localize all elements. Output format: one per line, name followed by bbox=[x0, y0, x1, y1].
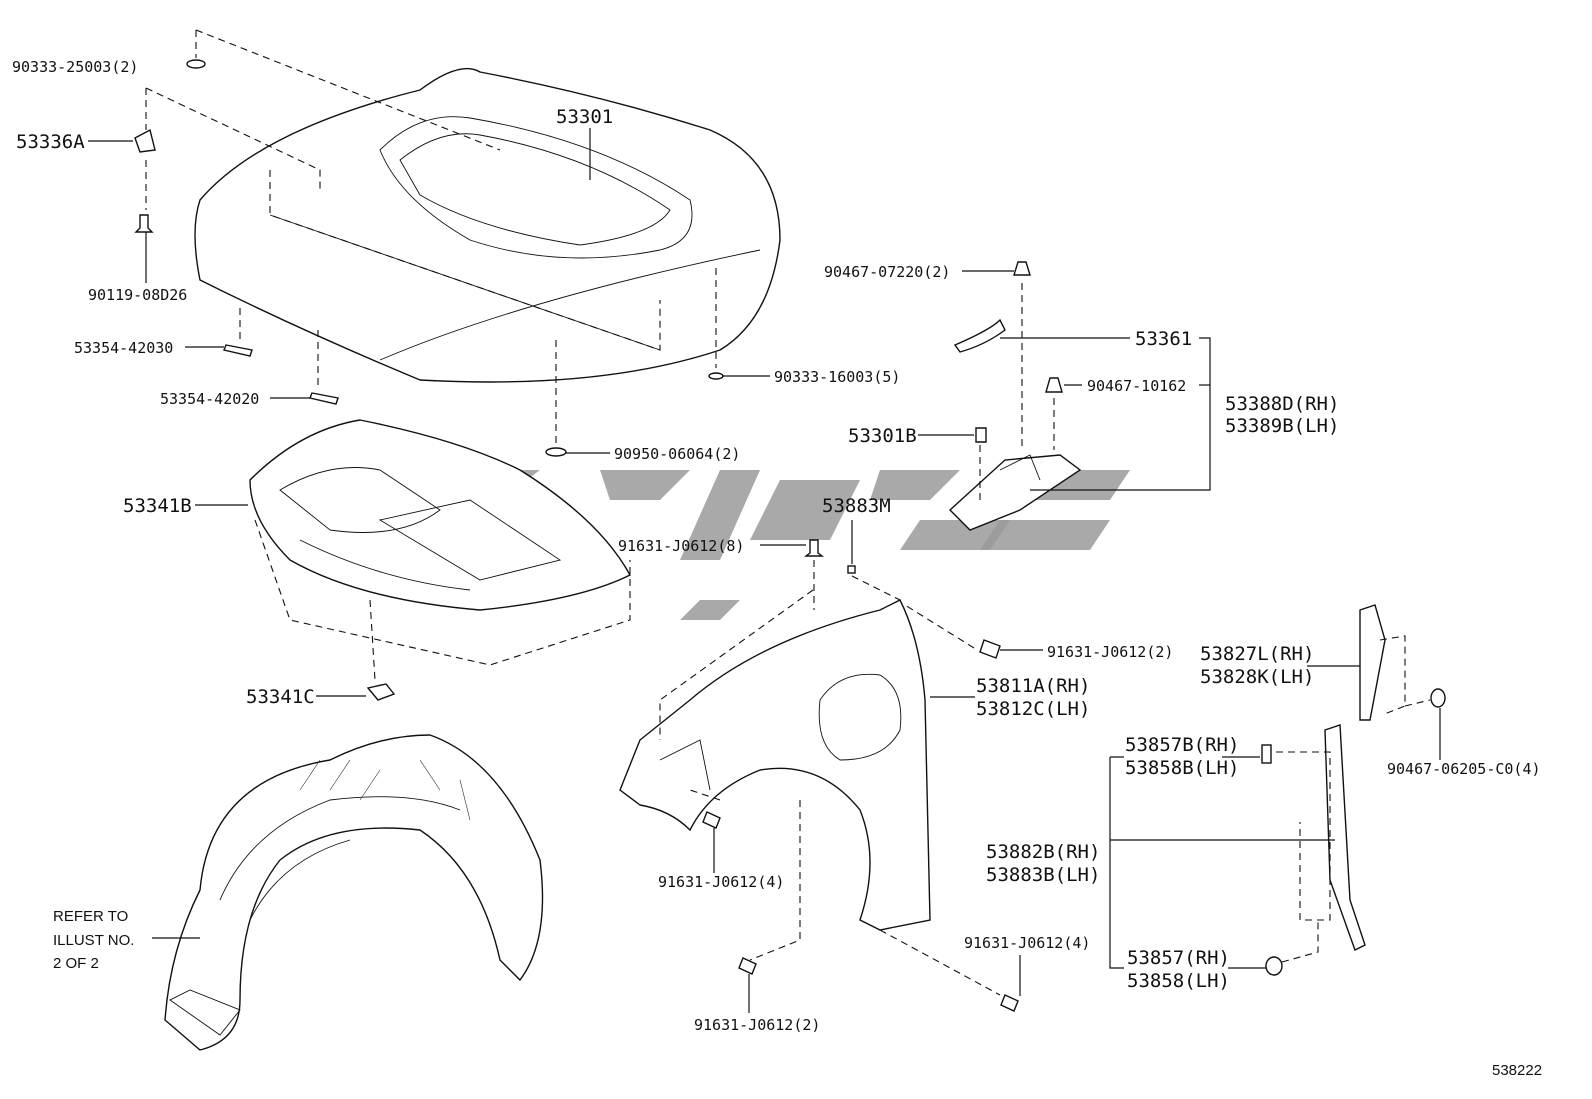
illustration-number: 538222 bbox=[1492, 1062, 1542, 1079]
label-53882B: 53882B(RH) bbox=[986, 841, 1100, 863]
bolt-91631-4a bbox=[702, 811, 721, 829]
fender-seal-53882B bbox=[1324, 724, 1366, 951]
note-line-1: REFER TO bbox=[53, 908, 128, 925]
label-53858B: 53858B(LH) bbox=[1125, 757, 1239, 779]
label-53336A: 53336A bbox=[16, 131, 85, 153]
label-53354-42030: 53354-42030 bbox=[74, 339, 173, 357]
label-91631-J0612-4b: 91631-J0612(4) bbox=[964, 934, 1090, 952]
label-53857: 53857(RH) bbox=[1127, 947, 1230, 969]
bolt-91631-2b bbox=[738, 957, 757, 975]
leader-lines bbox=[88, 128, 1441, 1013]
label-90333-25003: 90333-25003(2) bbox=[12, 58, 138, 76]
label-90950-06064: 90950-06064(2) bbox=[614, 445, 740, 463]
bolt-91631-8 bbox=[803, 539, 825, 557]
grommet-90333-25003 bbox=[186, 59, 206, 69]
label-53361: 53361 bbox=[1135, 328, 1192, 350]
label-53883B: 53883B(LH) bbox=[986, 864, 1100, 886]
fender-liner bbox=[164, 734, 544, 1051]
label-91631-J0612-8: 91631-J0612(8) bbox=[618, 537, 744, 555]
fender-seal-53827L bbox=[1359, 604, 1386, 721]
hinge-seal-53361 bbox=[953, 318, 1006, 353]
fasteners bbox=[134, 59, 1446, 1012]
label-53388D: 53388D(RH) bbox=[1225, 393, 1339, 415]
note-line-2: ILLUST NO. bbox=[53, 932, 134, 949]
label-53389B: 53389B(LH) bbox=[1225, 415, 1339, 437]
clip-90467-07220 bbox=[1013, 261, 1031, 276]
clip-90467-10162 bbox=[1045, 377, 1063, 393]
label-53883M: 53883M bbox=[822, 495, 891, 517]
stopper-53301B bbox=[975, 427, 987, 443]
bolt-91631-4b bbox=[1000, 994, 1019, 1012]
label-90467-06205-C0: 90467-06205-C0(4) bbox=[1387, 760, 1541, 778]
hood-hinge bbox=[948, 454, 1082, 531]
refer-note: REFER TO ILLUST NO. 2 OF 2 bbox=[53, 908, 134, 972]
label-53812C: 53812C(LH) bbox=[976, 698, 1090, 720]
label-90119-08D26: 90119-08D26 bbox=[88, 286, 187, 304]
label-91631-J0612-2b: 91631-J0612(2) bbox=[694, 1016, 820, 1034]
label-53301B: 53301B bbox=[848, 425, 917, 447]
label-90333-16003: 90333-16003(5) bbox=[774, 368, 900, 386]
note-line-3: 2 OF 2 bbox=[53, 955, 99, 972]
bolt-90119-08D26 bbox=[134, 214, 154, 233]
label-90467-10162: 90467-10162 bbox=[1087, 377, 1186, 395]
label-90467-07220: 90467-07220(2) bbox=[824, 263, 950, 281]
retainer-53883M bbox=[847, 565, 856, 574]
pad-53857B bbox=[1261, 744, 1272, 764]
label-53828K: 53828K(LH) bbox=[1200, 666, 1314, 688]
label-53858: 53858(LH) bbox=[1127, 970, 1230, 992]
label-53827L: 53827L(RH) bbox=[1200, 643, 1314, 665]
label-91631-J0612-4a: 91631-J0612(4) bbox=[658, 873, 784, 891]
watermark-logo bbox=[440, 470, 1130, 620]
label-53341C: 53341C bbox=[246, 686, 315, 708]
label-53301: 53301 bbox=[556, 106, 613, 128]
hood-insulator bbox=[249, 419, 631, 611]
clip-90467-06205 bbox=[1430, 688, 1446, 708]
label-53354-42020: 53354-42020 bbox=[160, 390, 259, 408]
label-53341B: 53341B bbox=[123, 495, 192, 517]
label-91631-J0612-2a: 91631-J0612(2) bbox=[1047, 643, 1173, 661]
grommet-90950-06064 bbox=[545, 447, 567, 457]
bolt-91631-2a bbox=[979, 639, 1001, 659]
assembly-lines bbox=[145, 29, 1431, 996]
clip-53336A bbox=[134, 128, 156, 153]
cushion-53354-42030 bbox=[223, 344, 253, 357]
label-53857B: 53857B(RH) bbox=[1125, 734, 1239, 756]
front-fender bbox=[619, 599, 931, 931]
clip-53341C bbox=[366, 683, 396, 701]
grommet-90333-16003 bbox=[708, 372, 724, 380]
part-labels: 90333-25003(2) 53336A 53301 90119-08D26 … bbox=[12, 58, 1541, 1034]
hood-panel bbox=[194, 67, 781, 383]
cushion-53354-42020 bbox=[309, 392, 339, 405]
label-53811A: 53811A(RH) bbox=[976, 675, 1090, 697]
clip-53857 bbox=[1265, 956, 1283, 976]
